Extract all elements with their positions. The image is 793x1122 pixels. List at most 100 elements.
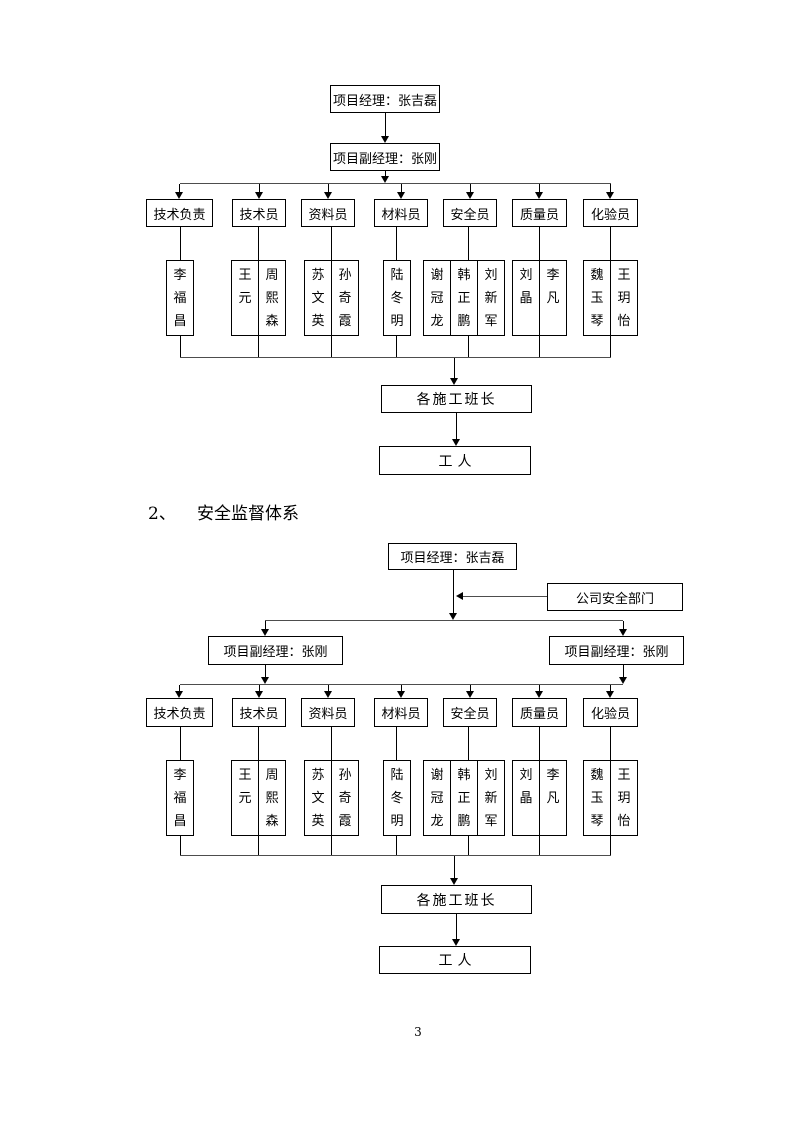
staff-name-box-3-0: 陆 冬 明 [383, 260, 411, 336]
connector-line [609, 227, 611, 260]
connector-line [609, 727, 611, 760]
connector-line [395, 227, 397, 260]
arrow-down-icon [606, 192, 614, 199]
deputy-manager-box: 项目副经理：张刚 [330, 143, 440, 171]
staff-name-box-2-1: 孙 奇 霞 [331, 760, 359, 836]
arrow-down-icon [618, 629, 627, 636]
connector-line [257, 227, 259, 260]
staff-name-box-1-0: 王 元 [231, 760, 259, 836]
staff-name-box-6-0: 魏 玉 琴 [583, 760, 611, 836]
connector-line [179, 227, 181, 260]
dept-box-6: 化验员 [583, 698, 638, 727]
arrow-down-icon [254, 691, 263, 698]
connector-line [179, 685, 180, 692]
connector-line [258, 685, 260, 692]
connector-rail [180, 183, 611, 184]
arrow-down-icon [260, 629, 269, 636]
connector-line [467, 336, 469, 357]
staff-name-box-0-0: 李 福 昌 [166, 760, 194, 836]
staff-name-box-4-0: 谢 冠 龙 [423, 760, 451, 836]
project-manager-box-2: 项目经理：张吉磊 [388, 543, 517, 570]
dept-box-2: 资料员 [301, 698, 355, 727]
staff-name-box-2-1: 孙 奇 霞 [331, 260, 359, 336]
arrow-down-icon [449, 878, 458, 885]
connector-rail [180, 855, 611, 856]
staff-name-box-1-0: 王 元 [231, 260, 259, 336]
staff-name-box-1-1: 周 熙 森 [258, 760, 286, 836]
staff-name-box-6-1: 王 玥 怡 [610, 260, 638, 336]
connector-line [327, 685, 329, 692]
connector-line [469, 184, 471, 193]
arrow-down-icon [175, 691, 183, 698]
staff-name-box-6-0: 魏 玉 琴 [583, 260, 611, 336]
connector-line [179, 836, 181, 855]
arrow-down-icon [380, 176, 389, 183]
section-number: 2、 [148, 504, 176, 524]
staff-name-box-1-1: 周 熙 森 [258, 260, 286, 336]
project-manager-box: 项目经理：张吉磊 [330, 85, 440, 113]
arrow-down-icon [254, 192, 263, 199]
arrow-down-icon [448, 613, 457, 620]
connector-line [179, 727, 181, 760]
staff-name-box-4-2: 刘 新 军 [477, 260, 505, 336]
connector-line [452, 570, 454, 614]
dept-box-6: 化验员 [583, 199, 638, 227]
staff-name-box-5-0: 刘 晶 [512, 760, 540, 836]
arrow-down-icon [396, 192, 405, 199]
connector-line [539, 685, 540, 692]
connector-line [467, 727, 469, 760]
staff-name-box-2-0: 苏 文 英 [304, 260, 332, 336]
staff-name-box-2-0: 苏 文 英 [304, 760, 332, 836]
dept-box-0: 技术负责 [146, 199, 213, 227]
connector-line [538, 336, 540, 357]
connector-line [539, 184, 540, 193]
arrow-down-icon [451, 939, 460, 946]
connector-line [384, 171, 386, 177]
connector-line [179, 184, 180, 193]
connector-line [330, 836, 332, 855]
arrow-down-icon [323, 691, 332, 698]
workers-box: 工人 [379, 946, 531, 974]
connector-line [538, 727, 540, 760]
staff-name-box-5-0: 刘 晶 [512, 260, 540, 336]
connector-line [610, 184, 611, 193]
connector-line [258, 184, 260, 193]
connector-line [257, 836, 259, 855]
arrow-down-icon [465, 691, 474, 698]
connector-line [469, 685, 471, 692]
connector-line [264, 621, 266, 630]
arrow-down-icon [380, 136, 389, 143]
connector-line [330, 227, 332, 260]
staff-name-box-5-1: 李 凡 [539, 760, 567, 836]
staff-name-box-5-1: 李 凡 [539, 260, 567, 336]
connector-rail [265, 620, 623, 621]
connector-line [609, 336, 611, 357]
arrow-down-icon [451, 439, 460, 446]
staff-name-box-4-1: 韩 正 鹏 [450, 260, 478, 336]
foreman-box: 各施工班长 [381, 885, 532, 914]
connector-line [384, 113, 386, 137]
section-title: 安全监督体系 [197, 504, 299, 524]
deputy-manager-box-right: 项目副经理：张刚 [549, 636, 684, 665]
connector-rail [463, 596, 547, 597]
arrow-down-icon [260, 677, 269, 684]
connector-line [330, 727, 332, 760]
arrow-down-icon [175, 192, 183, 199]
dept-box-3: 材料员 [374, 199, 428, 227]
connector-line [327, 184, 329, 193]
page-number: 3 [414, 1025, 422, 1039]
arrow-down-icon [618, 677, 627, 684]
arrow-down-icon [449, 378, 458, 385]
arrow-down-icon [396, 691, 405, 698]
arrow-left-icon [456, 592, 463, 600]
staff-name-box-4-2: 刘 新 军 [477, 760, 505, 836]
dept-box-0: 技术负责 [146, 698, 213, 727]
connector-line [257, 727, 259, 760]
arrow-down-icon [606, 691, 614, 698]
section-heading: 2、 安全监督体系 [148, 499, 299, 524]
connector-line [264, 665, 266, 677]
connector-line [400, 685, 402, 692]
connector-line [395, 336, 397, 357]
dept-box-4: 安全员 [443, 698, 497, 727]
